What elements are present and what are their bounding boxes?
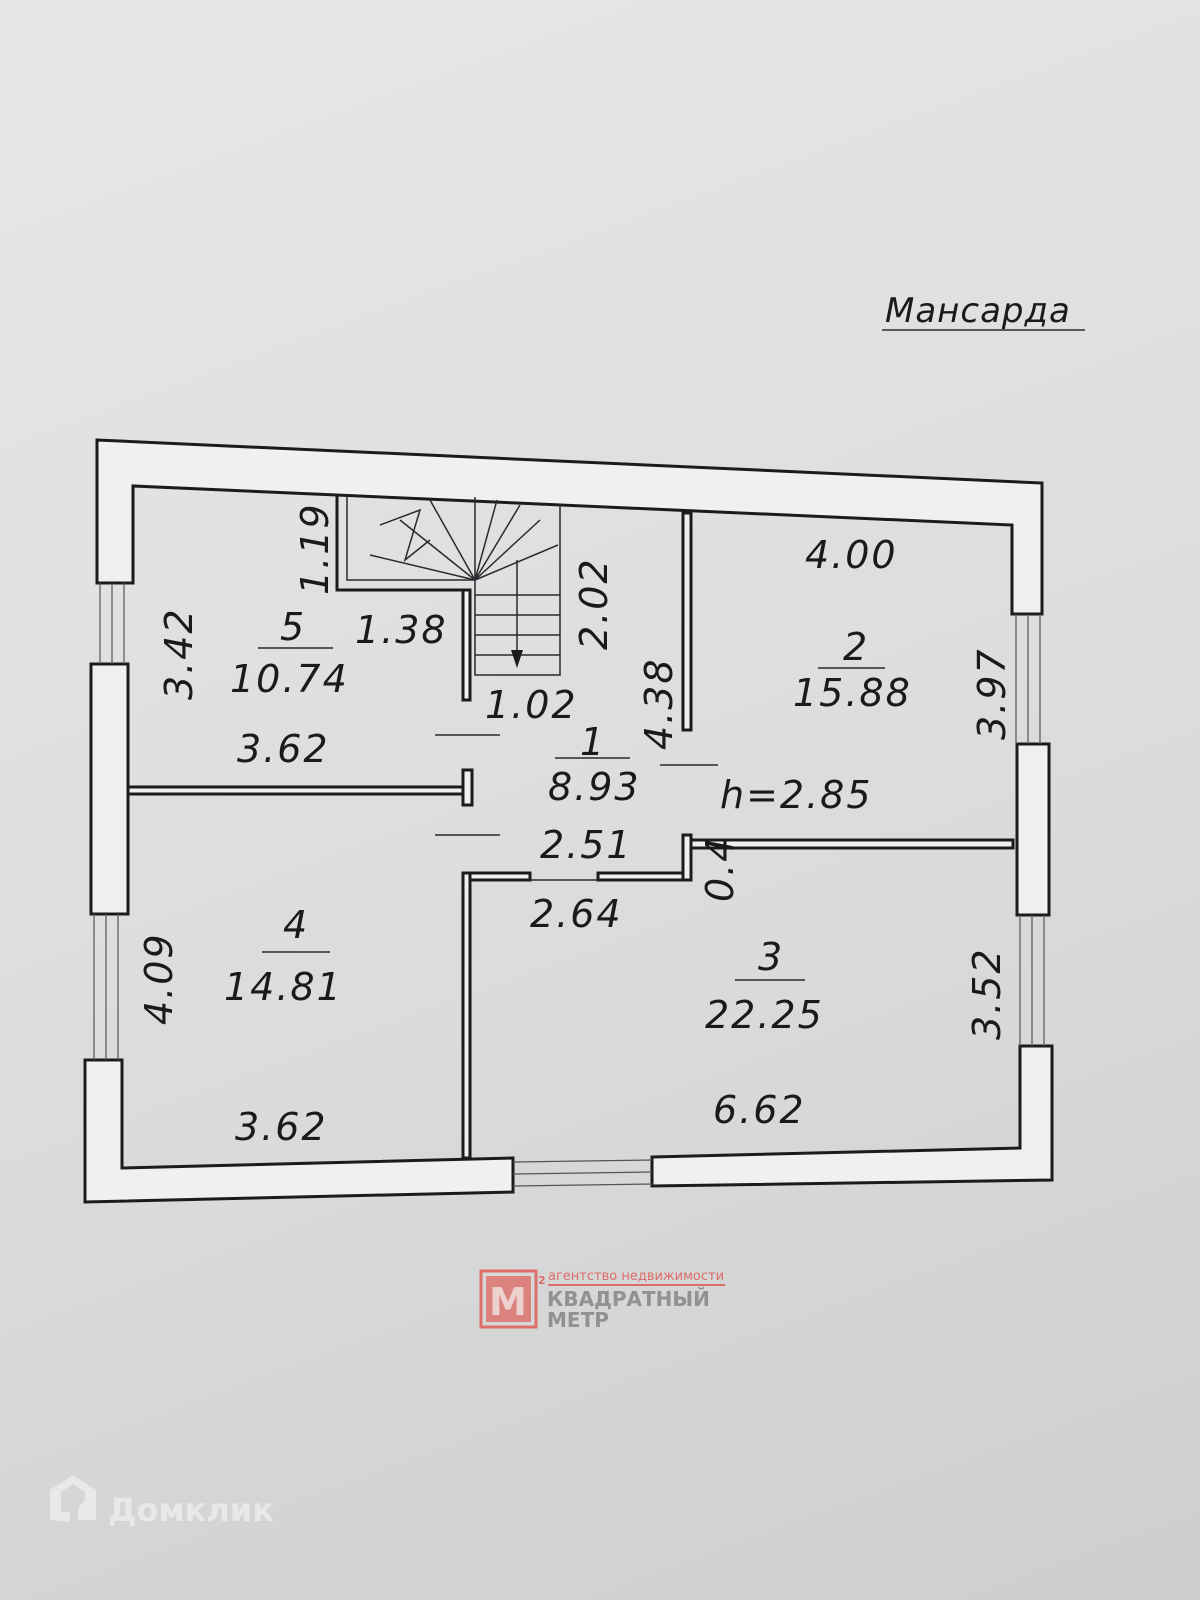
room-area: 8.93 bbox=[548, 765, 641, 809]
agency-tagline: агентство недвижимости bbox=[548, 1269, 724, 1284]
domclick-brand: Домклик bbox=[108, 1491, 274, 1529]
room-number: 3 bbox=[758, 935, 784, 979]
dim-r1-stair: 2.02 bbox=[572, 557, 616, 650]
ceiling-height: h=2.85 bbox=[720, 773, 873, 817]
agency-logo-letter: M bbox=[489, 1280, 527, 1324]
dim-r4-bottom: 3.62 bbox=[235, 1105, 328, 1149]
dim-r3-gap: 0.4 bbox=[698, 836, 742, 902]
dim-r5-stair: 1.19 bbox=[293, 502, 337, 595]
plan-title: Мансарда bbox=[885, 291, 1071, 331]
window-left-top bbox=[99, 583, 125, 664]
room-number: 2 bbox=[843, 625, 869, 669]
room-3: 3 22.25 bbox=[705, 935, 824, 1037]
wall-room1-right-lower bbox=[681, 833, 693, 882]
dim-r1-right: 4.38 bbox=[637, 657, 681, 750]
wall-room4-room3 bbox=[461, 871, 472, 1160]
dimension-labels: 1.19 3.42 1.38 3.62 2.02 1.02 4.38 2.51 … bbox=[137, 502, 1014, 1149]
agency-watermark: M 2 агентство недвижимости КВАДРАТНЫЙ МЕ… bbox=[479, 1269, 725, 1332]
wall-room1-bottom-left bbox=[468, 871, 532, 882]
wall-left-middle bbox=[89, 662, 130, 916]
agency-name-line1: КВАДРАТНЫЙ bbox=[547, 1287, 710, 1311]
dim-r5-top: 1.38 bbox=[355, 608, 448, 652]
stair-arrow-icon bbox=[511, 650, 523, 668]
room-2: 2 15.88 bbox=[793, 625, 912, 715]
wall-bottom-right bbox=[650, 1044, 1054, 1188]
dim-r1-door: 2.64 bbox=[530, 892, 623, 936]
wall-room5-room4 bbox=[126, 785, 465, 796]
window-right-bottom bbox=[1019, 915, 1045, 1046]
window-right-top bbox=[1015, 614, 1041, 744]
dim-r2-top: 4.00 bbox=[805, 533, 898, 577]
domclick-watermark: Домклик bbox=[50, 1475, 274, 1529]
domclick-house-icon bbox=[50, 1475, 96, 1522]
room-number: 5 bbox=[280, 605, 306, 649]
dim-r3-bottom: 6.62 bbox=[713, 1088, 806, 1132]
dim-r1-top: 1.02 bbox=[485, 683, 578, 727]
room-number: 4 bbox=[283, 903, 309, 947]
wall-room1-left-upper bbox=[461, 588, 472, 702]
wall-top-left bbox=[95, 438, 1044, 616]
agency-logo-sup: 2 bbox=[538, 1274, 546, 1287]
room-area: 15.88 bbox=[793, 671, 912, 715]
room-number: 1 bbox=[580, 720, 606, 764]
dim-r2-right: 3.97 bbox=[970, 647, 1014, 740]
wall-bottom-left bbox=[83, 1058, 515, 1204]
room-5: 5 10.74 bbox=[230, 605, 349, 701]
wall-room1-left-mid bbox=[461, 768, 474, 807]
wall-room2-room3 bbox=[689, 838, 1015, 850]
dim-r5-bottom: 3.62 bbox=[237, 727, 330, 771]
room-area: 10.74 bbox=[230, 657, 349, 701]
room-4: 4 14.81 bbox=[224, 903, 343, 1009]
wall-room1-bottom-right bbox=[596, 871, 685, 882]
dim-r5-left: 3.42 bbox=[157, 607, 201, 700]
window-left-bottom bbox=[93, 914, 119, 1060]
dim-r1-bottom: 2.51 bbox=[540, 823, 633, 867]
dim-r4-left: 4.09 bbox=[137, 932, 181, 1025]
wall-right-middle bbox=[1015, 742, 1051, 917]
room-area: 22.25 bbox=[705, 993, 824, 1037]
agency-name-line2: МЕТР bbox=[547, 1308, 609, 1332]
room-1: 1 8.93 bbox=[548, 720, 641, 809]
window-bottom bbox=[512, 1159, 653, 1187]
dim-r3-right: 3.52 bbox=[965, 947, 1009, 1040]
room-area: 14.81 bbox=[224, 965, 343, 1009]
agency-logo-icon bbox=[479, 1269, 538, 1329]
wall-room1-room2 bbox=[681, 511, 693, 732]
staircase bbox=[335, 494, 561, 676]
